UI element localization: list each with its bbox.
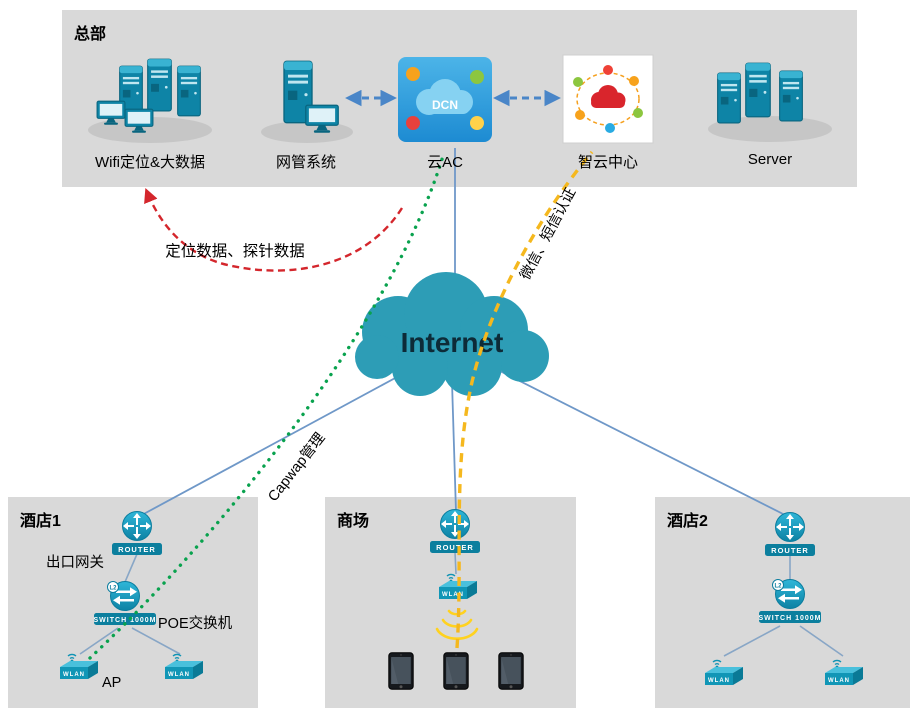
l2-badge: L2 — [109, 586, 117, 592]
link-mall-router-ap — [454, 551, 457, 575]
server-tower-icon — [779, 70, 803, 122]
router-caption: ROUTER — [118, 545, 156, 554]
nms-cluster — [261, 60, 353, 143]
link-hotel2-switch-ap2 — [799, 625, 844, 657]
l2-badge: L2 — [774, 584, 782, 590]
flow-probe-data — [144, 187, 404, 272]
capwap-label: Capwap管理 — [264, 429, 328, 505]
gateway-label: 出口网关 — [46, 555, 104, 571]
switch-caption: SWITCH 1000M — [759, 615, 822, 622]
cloudac-label: 云AC — [427, 154, 463, 171]
link-hotel1-router-switch — [124, 553, 138, 583]
cloud-ac-icon: DCN — [398, 57, 492, 142]
flow-auth — [455, 150, 594, 649]
ap-label: AP — [102, 675, 122, 691]
wlan-caption: WLAN — [168, 672, 190, 678]
tablet-icon — [388, 652, 414, 690]
probe-data-label: 定位数据、探针数据 — [165, 242, 305, 260]
dcn-label: DCN — [432, 98, 458, 112]
link-hotel1-switch-ap2 — [131, 627, 181, 655]
wlan-caption: WLAN — [828, 678, 850, 684]
hq-zone-label: 总部 — [74, 26, 107, 43]
link-hotel1-switch-ap1 — [79, 627, 119, 655]
auth-label: 微信、短信认证 — [517, 185, 580, 283]
link-internet-hotel2 — [497, 369, 790, 518]
wlan-caption: WLAN — [708, 678, 730, 684]
link-internet-mall — [451, 381, 457, 513]
switch-caption: SWITCH 1000M — [94, 617, 157, 624]
hotel1-zone-label: 酒店1 — [20, 513, 61, 530]
wifi-bigdata-cluster — [88, 58, 212, 143]
server-tower-icon — [745, 62, 771, 118]
mall-zone-label: 商场 — [337, 513, 370, 530]
wlan-caption: WLAN — [63, 672, 85, 678]
hotel2-zone-label: 酒店2 — [667, 513, 708, 530]
server-tower-icon — [177, 65, 201, 117]
server-label: Server — [747, 151, 793, 168]
link-internet-hotel1 — [139, 369, 411, 517]
server-tower-icon — [717, 72, 741, 124]
server-tower-icon — [147, 58, 172, 112]
internet-label: Internet — [401, 327, 504, 358]
tablet-icon — [443, 652, 469, 690]
internet-cloud: Internet — [355, 272, 549, 396]
poe-switch-label: POE交换机 — [158, 616, 233, 632]
zhiyun-label: 智云中心 — [577, 154, 638, 171]
flow-capwap — [88, 154, 445, 660]
tablet-icon — [498, 652, 524, 690]
wifi-bigdata-label: Wifi定位&大数据 — [95, 154, 205, 171]
wlan-caption: WLAN — [442, 592, 464, 598]
smart-cloud-center-icon — [562, 54, 654, 144]
server-cluster — [708, 62, 832, 142]
router-caption: ROUTER — [771, 546, 809, 555]
link-hotel2-switch-ap1 — [723, 625, 781, 657]
router-caption: ROUTER — [436, 543, 474, 552]
nms-label: 网管系统 — [275, 154, 336, 171]
